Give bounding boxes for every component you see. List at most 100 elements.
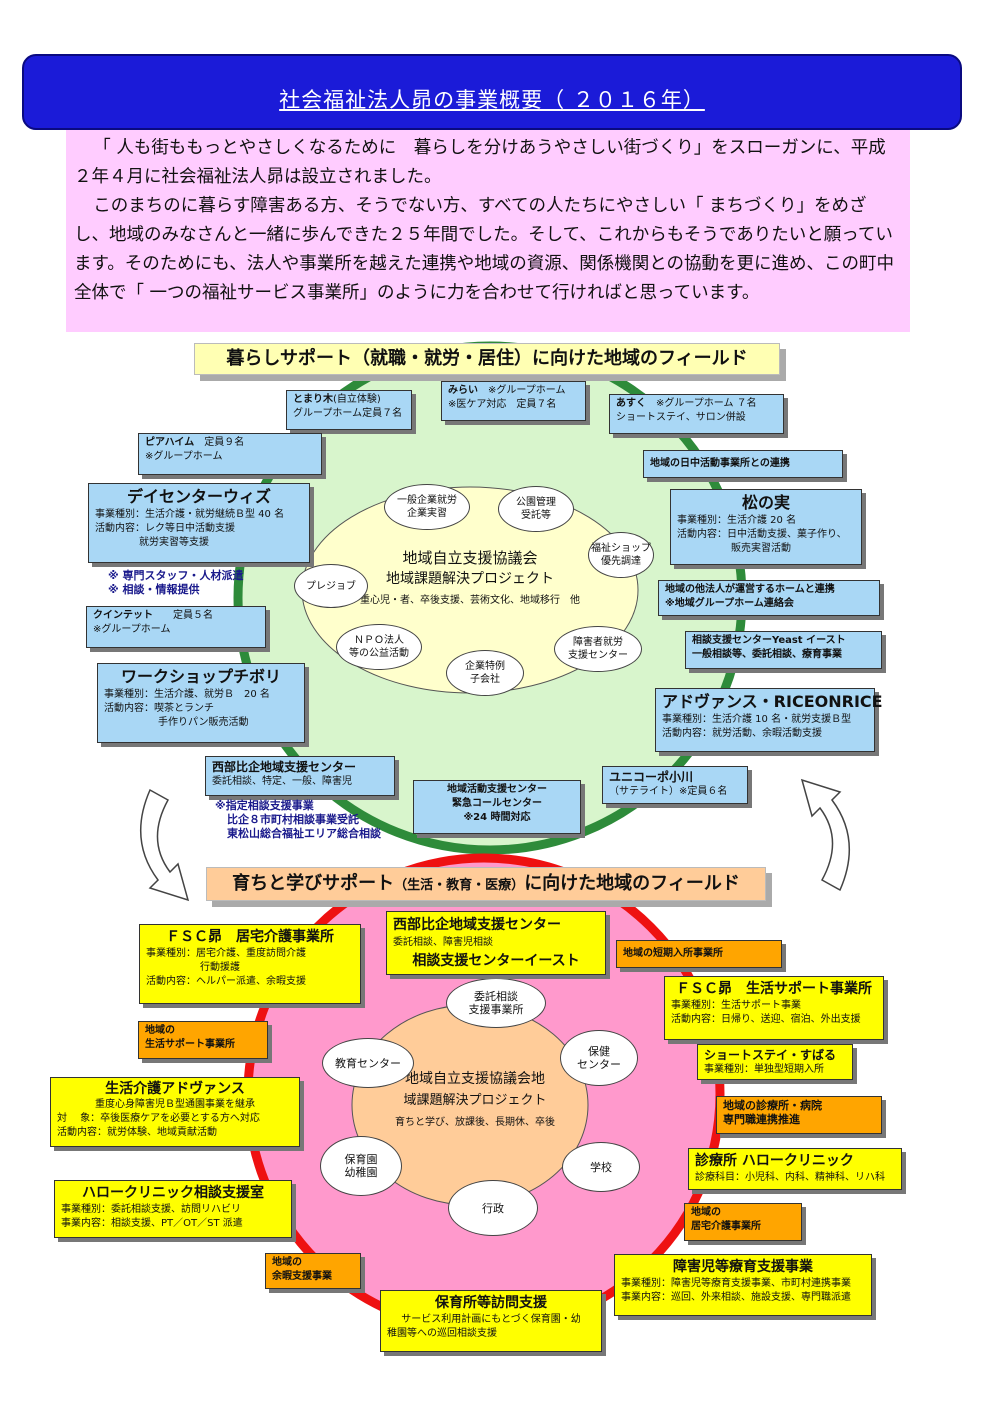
bubble-npo: ＮＰＯ法人 等の公益活動: [336, 624, 422, 670]
hoikusho-l1: サービス利用計画にもとづく保育園・幼: [401, 1314, 581, 1325]
fsc-seikatsu-name: ＦＳＣ昴 生活サポート事業所: [676, 981, 872, 997]
bubble-gyosei: 行政: [448, 1180, 538, 1236]
mirai-name: みらい: [448, 385, 478, 396]
hoikusho-name: 保育所等訪問支援: [435, 1295, 547, 1311]
center-1-title: 地域自立支援協議会: [402, 549, 538, 567]
box-kyotaku-chiiki: 地域の 居宅介護事業所: [684, 1203, 802, 1241]
tomarigi-l1: (自立体験): [333, 394, 381, 405]
center-2-items: 育ちと学び、放課後、長期休、卒後: [395, 1117, 555, 1128]
center-2-text: 地域自立支援協議会地 域課題解決プロジェクト 育ちと学び、放課後、長期休、卒後: [380, 1068, 570, 1134]
bubble-prejob: プレジョブ: [294, 564, 368, 608]
center-1-text: 地域自立支援協議会 地域課題解決プロジェクト 重心児・者、卒後支援、芸術文化、地…: [350, 548, 590, 612]
soudan-l2: 一般相談等、委託相談、療育事業: [692, 649, 842, 660]
asuku-l1: ※グループホーム ７名: [656, 398, 757, 409]
box-hello-soudan: ハロークリニック相談支援室 事業種別：委託相談支援、訪問リハビリ 事業内容：相談…: [54, 1180, 292, 1238]
box-hello-clinic: 診療所 ハロークリニック 診療科目：小児科、内科、精神科、リハ科: [688, 1148, 902, 1190]
seibu-l1: 委託相談、特定、一般、障害児: [212, 776, 352, 787]
fsc-kyotaku-l3: 活動内容：ヘルパー派遣、余暇支援: [146, 976, 306, 987]
seikatsu-advance-l1: 重度心身障害児Ｂ型通園事業を継承: [95, 1099, 255, 1110]
box-quintet: クインテット 定員５名 ※グループホーム: [86, 606, 266, 648]
hello-clinic-l1: 診療科目：小児科、内科、精神科、リハ科: [695, 1172, 885, 1183]
matsunomi-l1: 事業種別：生活介護 20 名: [677, 515, 797, 526]
note-shitei-soudan: ※指定相談支援事業 比企８市町村相談事業受託 東松山総合福祉エリア総合相談: [215, 799, 381, 841]
bubble-shugyo-center: 障害者就労 支援センター: [554, 626, 642, 672]
asuku-l2: ショートステイ、サロン併設: [616, 412, 746, 423]
intro-paragraph-1: 「 人も街ももっとやさしくなるために 暮らしを分けあうやさしい街づくり」をスロー…: [74, 138, 886, 187]
fsc-seikatsu-l1: 事業種別：生活サポート事業: [671, 1000, 801, 1011]
piahaimu-name: ピアハイム: [145, 437, 195, 448]
title-bar: 社会福祉法人昴の事業概要（ ２０１６年）: [22, 54, 962, 130]
bubble-itaku-soudan: 委託相談 支援事業所: [446, 978, 546, 1028]
box-seikatsu-advance: 生活介護アドヴァンス 重度心身障害児Ｂ型通園事業を継承 対 象：卒後医療ケアを必…: [50, 1077, 300, 1147]
nicchu-name: 地域の日中活動事業所との連携: [650, 458, 790, 469]
box-unicorn-ogawa: ユニコーポ小川 （サテライト）※定員６名: [602, 766, 748, 804]
chiiki-katsudo-l3: ※24 時間対応: [463, 812, 531, 823]
seibu2-l1: 委託相談、障害児相談: [393, 937, 493, 948]
center-2-title: 地域自立支援協議会地: [405, 1071, 545, 1087]
bubble-ippan-kigyo: 一般企業就労 企業実習: [384, 484, 470, 530]
box-soudan-yeast: 相談支援センターYeast イースト 一般相談等、委託相談、療育事業: [685, 631, 882, 669]
workshop-l1: 事業種別：生活介護、就労Ｂ 20 名: [104, 689, 270, 700]
mirai-l2: ※医ケア対応 定員７名: [448, 399, 557, 410]
mirai-l1: ※グループホーム: [488, 385, 566, 396]
piahaimu-l1: 定員９名: [204, 437, 245, 448]
cycle-arrow-left-icon: [139, 788, 190, 902]
workshop-l2: 活動内容：喫茶とランチ: [104, 703, 214, 714]
kyotaku-chiiki-l1: 地域の: [691, 1207, 721, 1218]
hello-soudan-l1: 事業種別：委託相談支援、訪問リハビリ: [61, 1204, 241, 1215]
daycenter-l2: 活動内容：レク等日中活動支援: [95, 523, 235, 534]
bubble-koen-kanri: 公園管理 受託等: [498, 486, 574, 532]
tahoujin-l1: 地域の他法人が運営するホームと連携: [665, 584, 835, 595]
seikatsu-advance-l3: 活動内容：就労体験、地域貢献活動: [57, 1127, 217, 1138]
soudan-l1: 相談支援センターYeast イースト: [692, 635, 846, 646]
hello-soudan-l2: 事業内容：相談支援、PT／OT／ST 派遣: [61, 1218, 243, 1229]
box-chiiki-seikatsu-support: 地域の 生活サポート事業所: [138, 1021, 268, 1059]
ryoiku-l1: 事業種別：障害児等療育支援事業、市町村連携事業: [621, 1278, 851, 1289]
chiiki-seikatsu-l1: 地域の: [145, 1025, 175, 1036]
bubble-hoken-center: 保健 センター: [560, 1030, 638, 1086]
unicorn-name: ユニコーポ小川: [609, 770, 694, 784]
shinryo-l2: 専門職連携推進: [723, 1113, 800, 1126]
seibu2-name: 西部比企地域支援センター: [393, 917, 561, 933]
ryoiku-name: 障害児等療育支援事業: [673, 1259, 813, 1275]
intro-text: 「 人も街ももっとやさしくなるために 暮らしを分けあうやさしい街づくり」をスロー…: [66, 130, 910, 332]
box-nicchu-renkei: 地域の日中活動事業所との連携: [643, 450, 843, 478]
advance-name: アドヴァンス・RICEONRICE: [662, 692, 883, 711]
daycenter-name: デイセンターウィズ: [126, 487, 271, 506]
chiiki-katsudo-l2: 緊急コールセンター: [452, 798, 542, 809]
center-1-subtitle: 地域課題解決プロジェクト: [386, 571, 554, 587]
box-hoikusho-homon: 保育所等訪問支援 サービス利用計画にもとづく保育園・幼 稚園等への巡回相談支援: [380, 1290, 602, 1352]
section-2-heading-c: に向けた地域のフィールド: [524, 873, 740, 894]
box-seibu-hiki: 西部比企地域支援センター 委託相談、特定、一般、障害児: [205, 756, 395, 796]
seibu-name: 西部比企地域支援センター: [212, 760, 357, 774]
asuku-name: あすく: [616, 398, 646, 409]
bubble-hoikuen: 保育園 幼稚園: [320, 1136, 402, 1196]
shitei-note-l2: 比企８市町村相談事業受託: [227, 813, 359, 826]
box-mirai: みらい ※グループホーム ※医ケア対応 定員７名: [441, 381, 586, 421]
daycenter-l3: 就労実習等支援: [139, 537, 209, 548]
box-shortstay-subaru: ショートステイ・すばる 事業種別：単独型短期入所: [697, 1044, 853, 1080]
unicorn-l1: （サテライト）※定員６名: [609, 786, 728, 797]
cycle-arrow-right-icon: [800, 778, 851, 892]
box-tahoujin-renkei: 地域の他法人が運営するホームと連携 ※地域グループホーム連絡会: [658, 580, 880, 616]
chiiki-seikatsu-l2: 生活サポート事業所: [145, 1039, 235, 1050]
box-matsunomi: 松の実 事業種別：生活介護 20 名 活動内容：日中活動支援、菓子作り、 販売実…: [670, 489, 862, 565]
intro-paragraph-2: このまちのに暮らす障害ある方、そうでない方、すべての人たちにやさしい「 まちづく…: [74, 196, 895, 303]
box-shinryosho-byoin: 地域の診療所・病院 専門職連携推進: [716, 1096, 882, 1134]
box-seibu-hiki-2: 西部比企地域支援センター 委託相談、障害児相談 相談支援センターイースト: [386, 911, 606, 975]
box-workshop-tivoli: ワークショップチボリ 事業種別：生活介護、就労Ｂ 20 名 活動内容：喫茶とラン…: [97, 663, 305, 743]
seibu2-l2: 相談支援センターイースト: [412, 953, 580, 969]
bubble-kyoiku-center: 教育センター: [322, 1038, 414, 1088]
section-2-heading-b: （生活・教育・医療）: [394, 878, 525, 893]
box-chiiki-katsudo: 地域活動支援センター 緊急コールセンター ※24 時間対応: [413, 780, 581, 834]
seikatsu-advance-name: 生活介護アドヴァンス: [105, 1081, 245, 1097]
bubble-fukushi-shop: 福祉ショップ 優先調達: [588, 532, 654, 578]
matsunomi-l3: 販売実習活動: [731, 543, 791, 554]
center-2-subtitle: 域課題解決プロジェクト: [403, 1093, 547, 1108]
shortstay-l1: 事業種別：単独型短期入所: [704, 1064, 824, 1075]
shitei-note-l1: ※指定相談支援事業: [215, 799, 314, 812]
piahaimu-l2: ※グループホーム: [145, 451, 223, 462]
note-staff: ※ 専門スタッフ・人材派遣 ※ 相談・情報提供: [108, 569, 244, 597]
box-piahaimu: ピアハイム 定員９名 ※グループホーム: [138, 433, 322, 475]
box-tanki-nyusho: 地域の短期入所事業所: [616, 940, 782, 968]
